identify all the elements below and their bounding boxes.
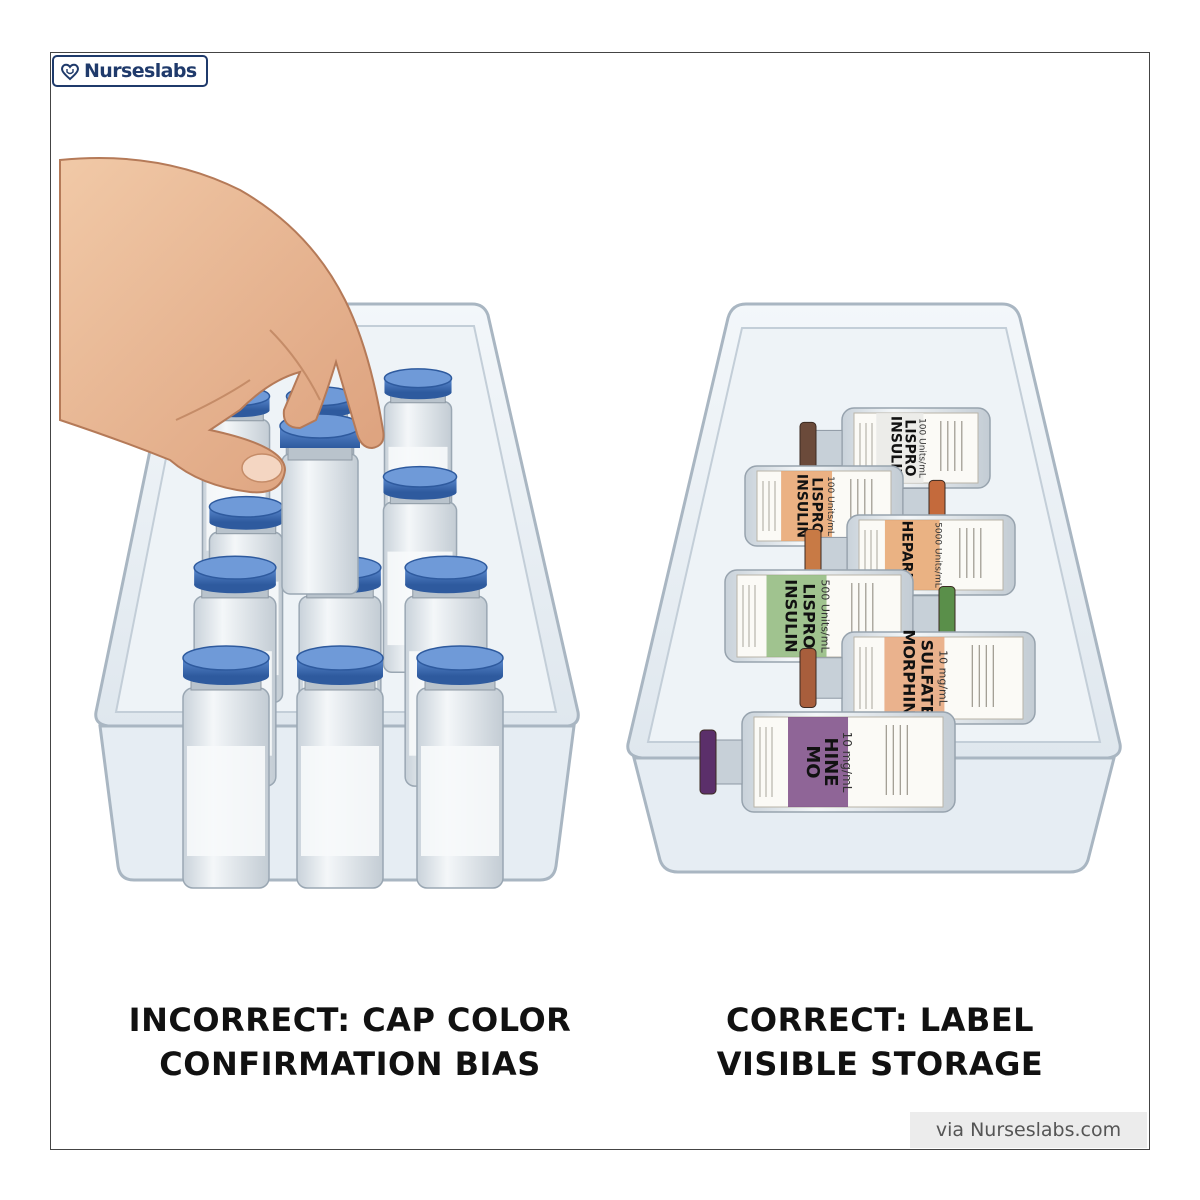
correct-caption: CORRECT: LABEL VISIBLE STORAGE xyxy=(630,998,1130,1086)
nurseslabs-logo: Nurseslabs xyxy=(52,55,208,87)
incorrect-caption-line1: INCORRECT: CAP COLOR xyxy=(128,1001,572,1039)
source-credit: via Nurseslabs.com xyxy=(910,1112,1147,1148)
svg-text:LISPRO: LISPRO xyxy=(800,583,819,648)
svg-text:INSULIN: INSULIN xyxy=(782,579,801,652)
svg-text:SULFATE: SULFATE xyxy=(918,640,937,717)
correct-caption-line1: CORRECT: LABEL xyxy=(725,1001,1035,1039)
blue-cap-vial xyxy=(182,645,270,889)
svg-text:100 Units/mL: 100 Units/mL xyxy=(825,476,835,536)
svg-text:INSULIN: INSULIN xyxy=(793,474,809,538)
svg-text:HINE: HINE xyxy=(820,737,841,786)
left-vials xyxy=(182,368,504,889)
svg-text:100 Units/mL: 100 Units/mL xyxy=(917,418,927,478)
hand-illustration xyxy=(59,157,385,494)
svg-text:MO: MO xyxy=(802,745,823,778)
incorrect-caption: INCORRECT: CAP COLOR CONFIRMATION BIAS xyxy=(100,998,600,1086)
svg-text:LISPRO: LISPRO xyxy=(902,419,918,476)
incorrect-caption-line2: CONFIRMATION BIAS xyxy=(159,1045,541,1083)
correct-caption-line2: VISIBLE STORAGE xyxy=(716,1045,1044,1083)
svg-text:MORPHINE: MORPHINE xyxy=(900,629,919,726)
lifted-blue-cap-vial xyxy=(279,413,361,595)
svg-text:500 Units/mL: 500 Units/mL xyxy=(819,579,832,653)
svg-text:5000 Units/mL: 5000 Units/mL xyxy=(932,522,942,588)
blue-cap-vial xyxy=(296,645,384,889)
svg-text:LISPRO: LISPRO xyxy=(809,477,825,534)
logo-text: Nurseslabs xyxy=(84,60,197,82)
heart-stethoscope-icon xyxy=(61,63,79,81)
svg-text:10 mg/mL: 10 mg/mL xyxy=(840,732,854,793)
svg-text:10 mg/mL: 10 mg/mL xyxy=(937,650,950,707)
svg-text:INSULIN: INSULIN xyxy=(887,416,903,480)
blue-cap-vial xyxy=(416,645,504,889)
